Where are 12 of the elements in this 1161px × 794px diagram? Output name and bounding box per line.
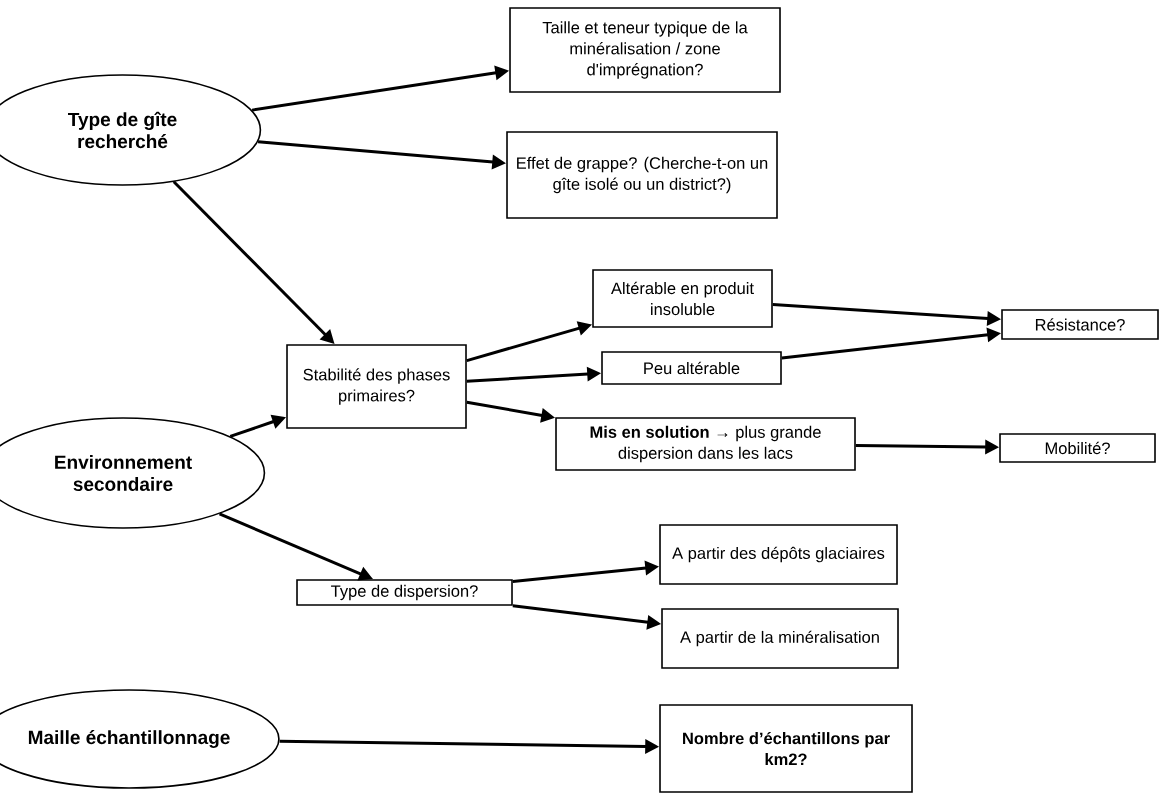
question-box: Peu altérable (601, 351, 782, 385)
question-box: Mobilité? (999, 433, 1156, 463)
question-box: Mis en solution → plus grande dispersion dans les lacs (555, 417, 856, 471)
question-box: A partir de la minéralisation (661, 608, 899, 669)
question-box: Effet de grappe? (Cherche-t-on un gîte isolé ou un district?) (506, 131, 778, 219)
question-box: Altérable en produit insoluble (592, 269, 773, 328)
question-box: Type de dispersion? (296, 579, 513, 606)
question-box: Taille et teneur typique de la minéralisation / zone d'imprégnation? (509, 7, 781, 93)
question-box: Résistance? (1001, 309, 1159, 340)
question-box: Stabilité des phases primaires? (286, 344, 467, 429)
question-box: Nombre d’échantillons par km2? (659, 704, 913, 793)
question-box: A partir des dépôts glaciaires (659, 524, 898, 585)
